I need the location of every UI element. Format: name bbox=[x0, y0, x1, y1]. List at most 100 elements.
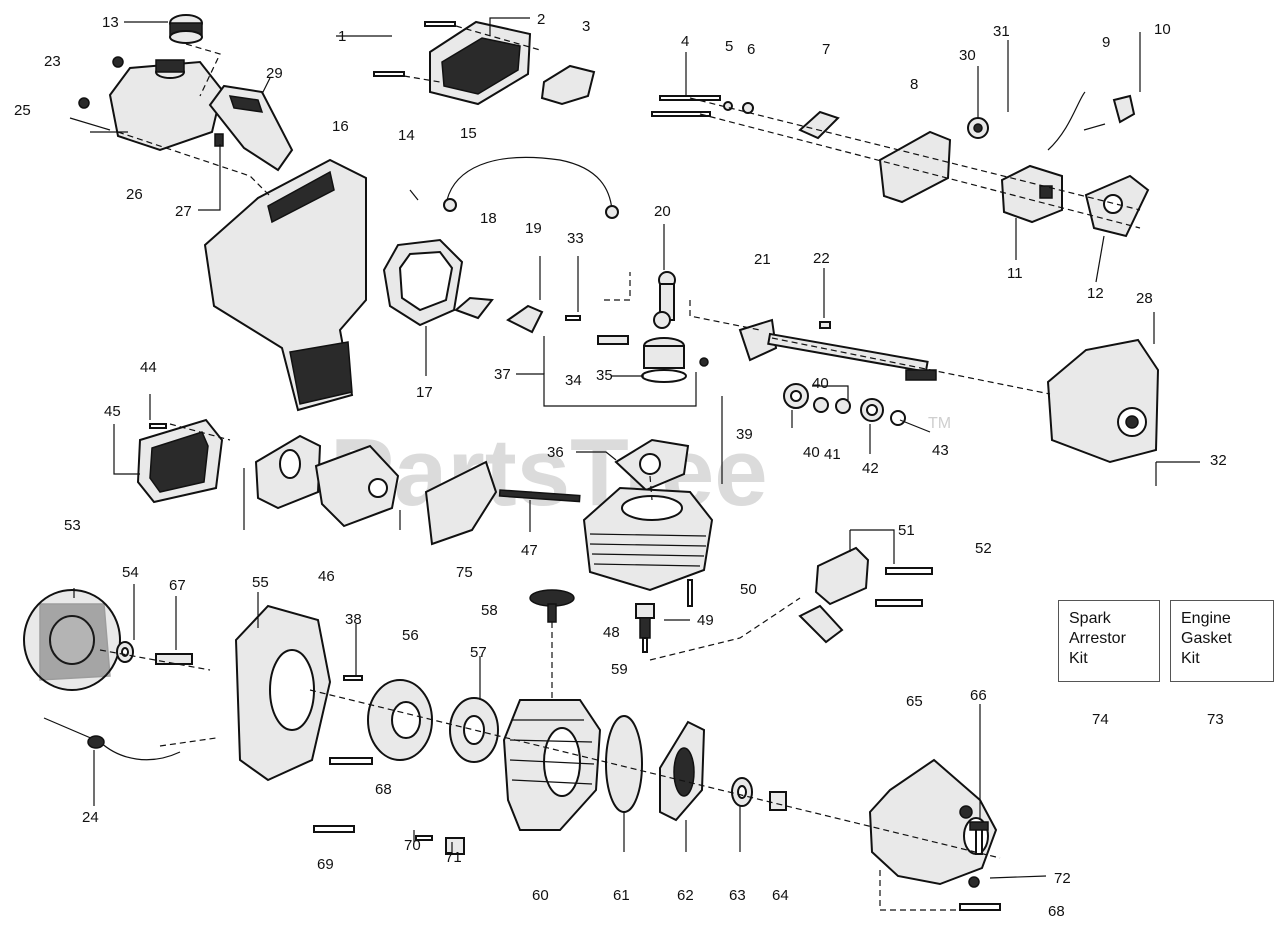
crankcase[interactable] bbox=[1046, 338, 1160, 464]
air-filter-cover[interactable] bbox=[429, 20, 532, 106]
clip-71[interactable] bbox=[445, 837, 465, 855]
callout-17[interactable]: 17 bbox=[416, 384, 433, 401]
callout-27[interactable]: 27 bbox=[175, 203, 192, 220]
callout-42[interactable]: 42 bbox=[862, 460, 879, 477]
bolt-49[interactable] bbox=[687, 579, 693, 607]
callout-40b[interactable]: 40 bbox=[803, 444, 820, 461]
carburetor-plate[interactable] bbox=[878, 130, 952, 204]
engine-shroud[interactable] bbox=[203, 158, 367, 412]
callout-22[interactable]: 22 bbox=[813, 250, 830, 267]
callout-47[interactable]: 47 bbox=[521, 542, 538, 559]
callout-29[interactable]: 29 bbox=[266, 65, 283, 82]
callout-68a[interactable]: 68 bbox=[375, 781, 392, 798]
callout-31[interactable]: 31 bbox=[993, 23, 1010, 40]
callout-68b[interactable]: 68 bbox=[1048, 903, 1065, 920]
clutch[interactable] bbox=[659, 720, 706, 822]
callout-60[interactable]: 60 bbox=[532, 887, 549, 904]
long-screw-4[interactable] bbox=[651, 95, 721, 117]
callout-56[interactable]: 56 bbox=[402, 627, 419, 644]
callout-70[interactable]: 70 bbox=[404, 837, 421, 854]
callout-21[interactable]: 21 bbox=[754, 251, 771, 268]
callout-45[interactable]: 45 bbox=[104, 403, 121, 420]
callout-62[interactable]: 62 bbox=[677, 887, 694, 904]
gasket-12[interactable] bbox=[1084, 174, 1150, 238]
callout-2[interactable]: 2 bbox=[537, 11, 545, 28]
callout-24[interactable]: 24 bbox=[82, 809, 99, 826]
callout-10[interactable]: 10 bbox=[1154, 21, 1171, 38]
callout-3[interactable]: 3 bbox=[582, 18, 590, 35]
callout-25[interactable]: 25 bbox=[14, 102, 31, 119]
pulley[interactable] bbox=[367, 679, 433, 761]
callout-18[interactable]: 18 bbox=[480, 210, 497, 227]
callout-57[interactable]: 57 bbox=[470, 644, 487, 661]
fan-housing[interactable] bbox=[502, 699, 602, 831]
callout-38[interactable]: 38 bbox=[345, 611, 362, 628]
callout-8[interactable]: 8 bbox=[910, 76, 918, 93]
filter-element-3[interactable] bbox=[540, 64, 596, 106]
grommet-27[interactable] bbox=[214, 133, 224, 147]
handle-bracket[interactable] bbox=[208, 84, 294, 172]
callout-9[interactable]: 9 bbox=[1102, 34, 1110, 51]
callout-49[interactable]: 49 bbox=[697, 612, 714, 629]
screw-70[interactable] bbox=[415, 835, 433, 841]
nut-72[interactable] bbox=[968, 876, 980, 888]
callout-72[interactable]: 72 bbox=[1054, 870, 1071, 887]
callout-43[interactable]: 43 bbox=[932, 442, 949, 459]
callout-52[interactable]: 52 bbox=[975, 540, 992, 557]
heat-shield-75[interactable] bbox=[424, 460, 498, 546]
callout-7[interactable]: 7 bbox=[822, 41, 830, 58]
callout-75[interactable]: 75 bbox=[456, 564, 473, 581]
primer-30[interactable] bbox=[967, 117, 989, 139]
bearing-seals[interactable] bbox=[783, 383, 906, 426]
nut-64[interactable] bbox=[769, 791, 787, 811]
callout-67[interactable]: 67 bbox=[169, 577, 186, 594]
callout-59[interactable]: 59 bbox=[611, 661, 628, 678]
callout-35[interactable]: 35 bbox=[596, 367, 613, 384]
callout-4[interactable]: 4 bbox=[681, 33, 689, 50]
callout-13[interactable]: 13 bbox=[102, 14, 119, 31]
callout-36[interactable]: 36 bbox=[547, 444, 564, 461]
callout-48[interactable]: 48 bbox=[603, 624, 620, 641]
spark-wire[interactable] bbox=[43, 717, 181, 761]
callout-44[interactable]: 44 bbox=[140, 359, 157, 376]
callout-40a[interactable]: 40 bbox=[812, 375, 829, 392]
callout-12[interactable]: 12 bbox=[1087, 285, 1104, 302]
callout-14[interactable]: 14 bbox=[398, 127, 415, 144]
callout-51[interactable]: 51 bbox=[898, 522, 915, 539]
callout-5[interactable]: 5 bbox=[725, 38, 733, 55]
callout-28[interactable]: 28 bbox=[1136, 290, 1153, 307]
callout-23[interactable]: 23 bbox=[44, 53, 61, 70]
callout-46[interactable]: 46 bbox=[318, 568, 335, 585]
callout-34[interactable]: 34 bbox=[565, 372, 582, 389]
callout-26[interactable]: 26 bbox=[126, 186, 143, 203]
spark-arrestor-kit-box[interactable]: Spark Arrestor Kit bbox=[1058, 600, 1160, 682]
callout-58[interactable]: 58 bbox=[481, 602, 498, 619]
tank-screw-23[interactable] bbox=[78, 56, 124, 109]
spring-47[interactable] bbox=[498, 489, 581, 503]
fitting-10[interactable] bbox=[1112, 94, 1136, 124]
fuel-tank[interactable] bbox=[108, 59, 224, 152]
engine-gasket-kit-box[interactable]: Engine Gasket Kit bbox=[1170, 600, 1274, 682]
fuel-hose-9[interactable] bbox=[1047, 91, 1086, 151]
screw-66[interactable] bbox=[969, 821, 989, 855]
callout-11[interactable]: 11 bbox=[1007, 265, 1023, 282]
ignition-bolts[interactable] bbox=[875, 567, 933, 607]
ignition-module[interactable] bbox=[798, 546, 870, 644]
callout-54[interactable]: 54 bbox=[122, 564, 139, 581]
washer-63[interactable] bbox=[731, 777, 753, 807]
bracket-7[interactable] bbox=[798, 110, 840, 140]
callout-73[interactable]: 73 bbox=[1207, 711, 1224, 728]
flywheel[interactable] bbox=[23, 589, 121, 691]
callout-65[interactable]: 65 bbox=[906, 693, 923, 710]
wrist-pin[interactable] bbox=[597, 335, 709, 367]
pin-67[interactable] bbox=[155, 653, 193, 665]
connecting-rod[interactable] bbox=[653, 271, 676, 329]
callout-32[interactable]: 32 bbox=[1210, 452, 1227, 469]
callout-53[interactable]: 53 bbox=[64, 517, 81, 534]
rope-handle[interactable] bbox=[529, 589, 575, 700]
recoil-spring[interactable] bbox=[449, 697, 499, 763]
callout-63[interactable]: 63 bbox=[729, 887, 746, 904]
key-22[interactable] bbox=[819, 321, 831, 329]
cover-screw[interactable] bbox=[373, 21, 456, 77]
callout-33[interactable]: 33 bbox=[567, 230, 584, 247]
